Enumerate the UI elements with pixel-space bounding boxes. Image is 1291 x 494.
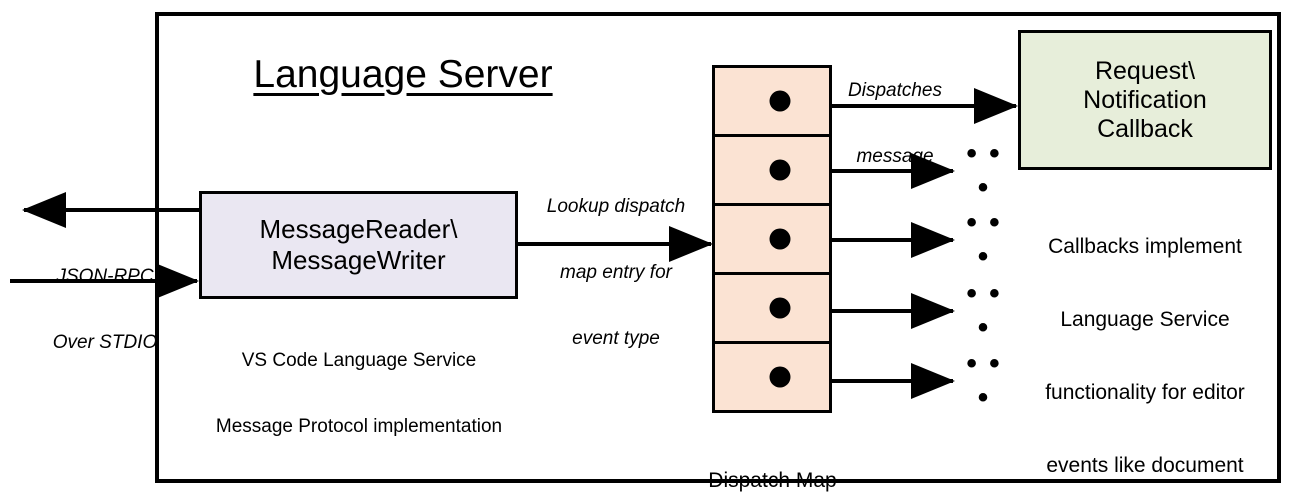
callback-caption-line4: events like document bbox=[1046, 453, 1244, 477]
message-io-caption-line1: VS Code Language Service bbox=[241, 350, 477, 372]
callback-line1: Request\ bbox=[1094, 56, 1196, 85]
callback-caption-line1: Callbacks implement bbox=[1048, 234, 1242, 258]
callback-caption: Callbacks implement Language Service fun… bbox=[1012, 186, 1278, 494]
dispatch-map-caption-line1: Dispatch Map bbox=[708, 468, 837, 492]
dispatches-message-label: Dispatches message bbox=[820, 36, 970, 212]
dispatch-map-row[interactable] bbox=[715, 206, 829, 275]
callback-caption-line3: functionality for editor bbox=[1045, 380, 1245, 404]
dispatch-entry-dot-icon bbox=[769, 366, 791, 388]
dispatch-map-row[interactable] bbox=[715, 275, 829, 344]
message-reader-writer-box[interactable]: MessageReader\ MessageWriter bbox=[199, 191, 518, 299]
dispatch-map-row[interactable] bbox=[715, 137, 829, 206]
dispatches-label-line2: message bbox=[856, 146, 934, 168]
ellipsis-row-3: • • • bbox=[966, 206, 1002, 273]
ellipsis-row-5: • • • bbox=[966, 347, 1002, 414]
message-reader-writer-caption: VS Code Language Service Message Protoco… bbox=[196, 306, 522, 482]
lookup-label-line3: event type bbox=[572, 328, 660, 350]
lookup-label-line1: Lookup dispatch bbox=[546, 196, 686, 218]
message-io-caption-line2: Message Protocol implementation bbox=[215, 416, 503, 438]
dispatches-label-line1: Dispatches bbox=[848, 80, 942, 102]
dispatch-map-table[interactable] bbox=[712, 65, 832, 413]
request-notification-callback-box[interactable]: Request\ Notification Callback bbox=[1018, 30, 1272, 170]
json-rpc-label: JSON-RPC Over STDIO bbox=[25, 222, 185, 398]
dispatch-entry-dot-icon bbox=[769, 228, 791, 250]
json-rpc-label-line1: JSON-RPC bbox=[56, 266, 154, 288]
lookup-label-line2: map entry for bbox=[560, 262, 672, 284]
callback-line3: Callback bbox=[1097, 114, 1193, 143]
dispatch-map-row[interactable] bbox=[715, 68, 829, 137]
ellipsis-row-2: • • • bbox=[966, 137, 1002, 204]
dispatch-entry-dot-icon bbox=[769, 90, 791, 112]
callback-line2: Notification bbox=[1083, 85, 1207, 114]
message-io-line1: MessageReader\ bbox=[259, 214, 458, 244]
callback-caption-line2: Language Service bbox=[1060, 307, 1230, 331]
message-io-line2: MessageWriter bbox=[271, 245, 446, 275]
dispatch-entry-dot-icon bbox=[769, 297, 791, 319]
dispatch-map-caption: Dispatch Map (event_type, callback) bbox=[645, 420, 900, 494]
language-server-boundary bbox=[155, 12, 1281, 483]
page-title: Language Server bbox=[253, 53, 553, 96]
json-rpc-label-line2: Over STDIO bbox=[52, 332, 158, 354]
dispatch-entry-dot-icon bbox=[769, 159, 791, 181]
ellipsis-row-4: • • • bbox=[966, 277, 1002, 344]
lookup-dispatch-label: Lookup dispatch map entry for event type bbox=[516, 152, 716, 394]
dispatch-map-row[interactable] bbox=[715, 344, 829, 410]
